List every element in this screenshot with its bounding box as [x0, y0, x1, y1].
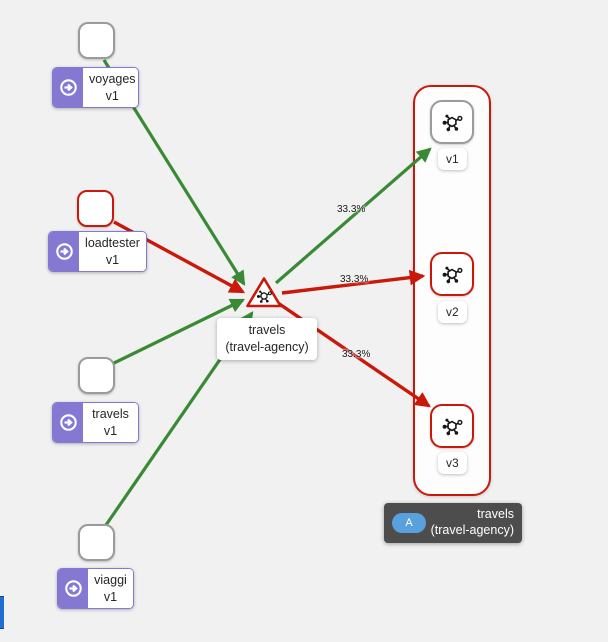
workload-name: travels	[92, 407, 129, 422]
arrow-right-circle-icon	[64, 579, 83, 598]
version-label-v1[interactable]: v1	[438, 148, 467, 170]
workload-version: v1	[103, 589, 118, 604]
workload-name: voyages	[89, 72, 136, 87]
workload-label-voyages[interactable]: voyages v1	[52, 67, 139, 108]
tooltip-namespace: (travel-agency)	[430, 523, 514, 537]
mesh-icon	[440, 110, 464, 134]
workload-label-travels-v1[interactable]: travels v1	[52, 402, 139, 443]
workload-version: v1	[103, 423, 118, 438]
version-node-v1[interactable]	[430, 100, 474, 144]
workload-name: loadtester	[85, 236, 140, 251]
workload-entry-badge	[58, 569, 88, 608]
workload-label-viaggi[interactable]: viaggi v1	[57, 568, 134, 609]
edge-traffic-label-v3[interactable]: 33.3%	[342, 349, 371, 360]
clipped-panel-edge	[0, 596, 4, 629]
service-namespace: (travel-agency)	[225, 339, 309, 354]
edge-traffic-label-v2[interactable]: 33.3%	[340, 274, 369, 285]
mesh-icon	[255, 287, 273, 305]
version-label-v3[interactable]: v3	[438, 452, 467, 474]
workload-entry-badge	[49, 232, 79, 271]
edge-traffic-label-v1[interactable]: 33.3%	[337, 204, 366, 215]
version-label-v2[interactable]: v2	[438, 301, 467, 323]
workload-version: v1	[105, 88, 119, 103]
workload-entry-badge	[53, 68, 83, 107]
workload-name: viaggi	[94, 573, 127, 588]
arrow-right-circle-icon	[55, 242, 74, 261]
version-node-v3[interactable]	[430, 404, 474, 448]
workload-node-viaggi[interactable]	[78, 524, 115, 561]
workload-version: v1	[105, 252, 120, 267]
edge-travels-v1[interactable]	[274, 147, 432, 285]
arrow-right-circle-icon	[59, 413, 78, 432]
workload-node-voyages[interactable]	[78, 22, 115, 59]
workload-node-travels-v1[interactable]	[78, 357, 115, 394]
workload-node-loadtester[interactable]	[77, 190, 114, 227]
service-name: travels	[248, 323, 286, 337]
workload-label-loadtester[interactable]: loadtester v1	[48, 231, 147, 272]
node-tooltip: A travels (travel-agency)	[384, 503, 522, 543]
version-node-v2[interactable]	[430, 252, 474, 296]
service-label-travels[interactable]: travels (travel-agency)	[217, 318, 317, 360]
tooltip-name: travels	[477, 507, 514, 522]
arrow-right-circle-icon	[59, 78, 78, 97]
service-node-travels[interactable]	[244, 275, 284, 311]
mesh-icon	[440, 414, 464, 438]
app-badge: A	[392, 513, 426, 533]
workload-entry-badge	[53, 403, 83, 442]
mesh-icon	[440, 262, 464, 286]
